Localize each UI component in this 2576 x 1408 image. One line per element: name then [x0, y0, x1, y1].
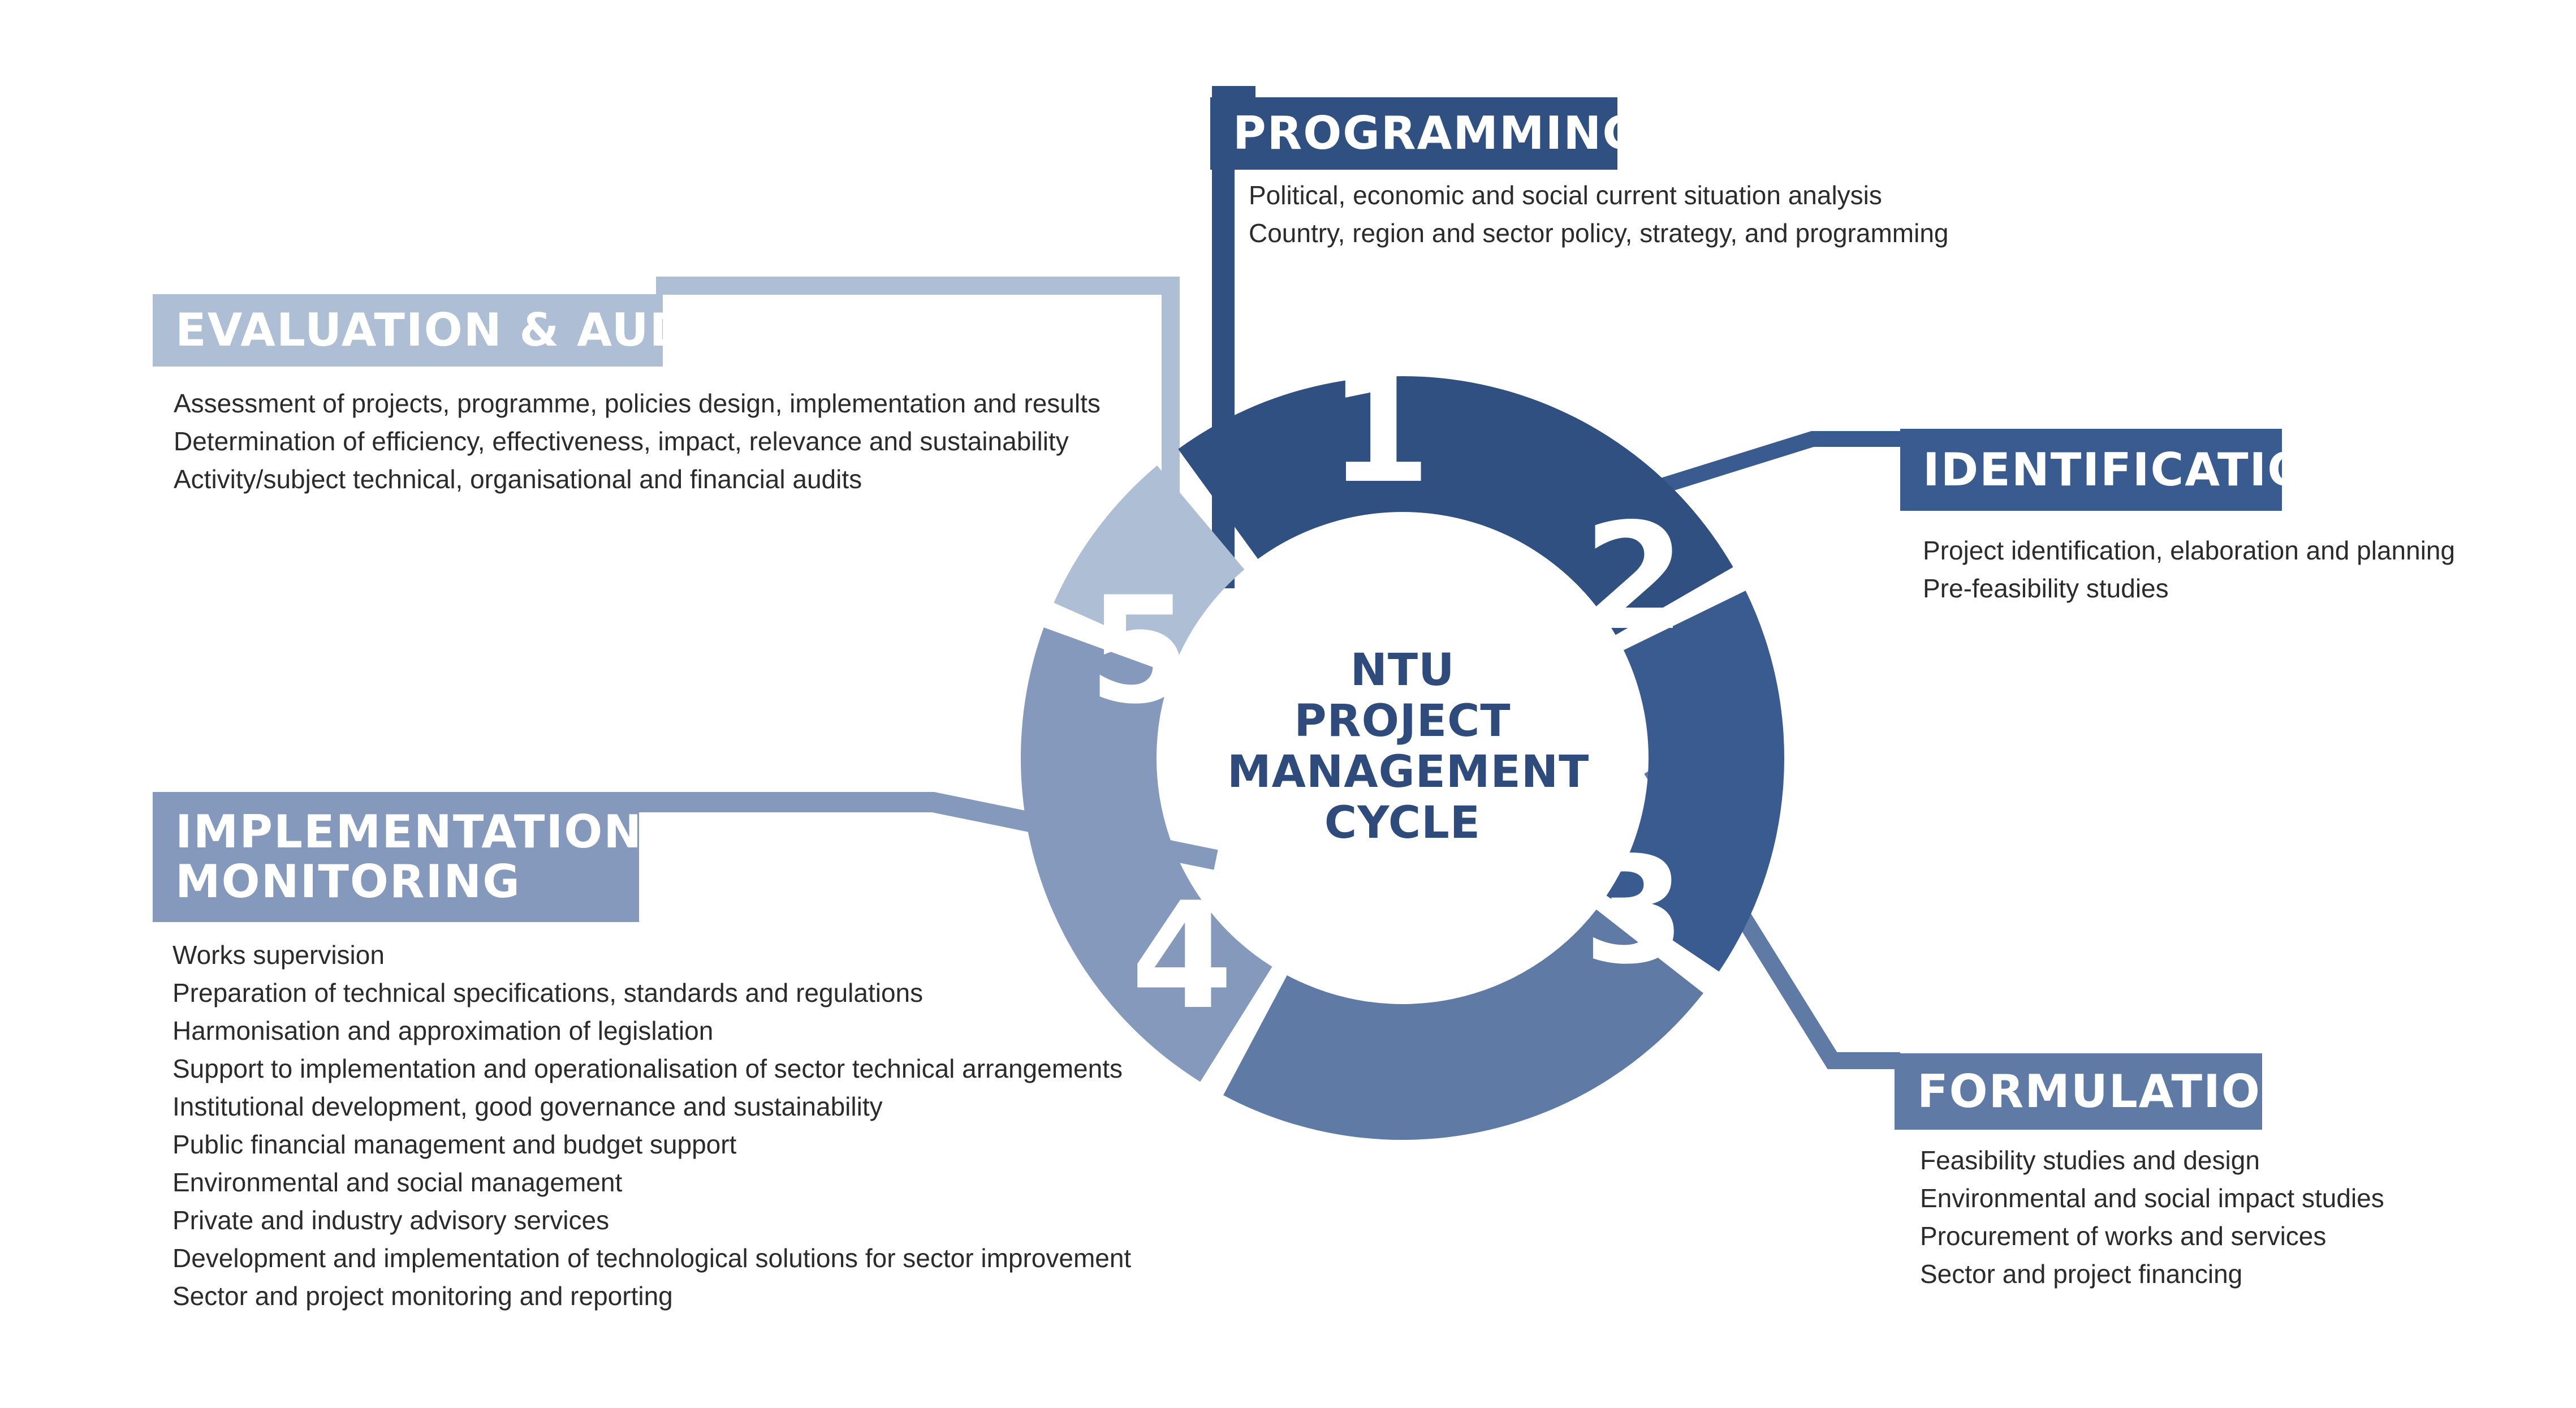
programming-title-text: PROGRAMMING	[1233, 107, 1641, 160]
list-item: Feasibility studies and design	[1920, 1146, 2260, 1175]
list-item: Determination of efficiency, effectivene…	[174, 427, 1069, 456]
stage-number-5: 5	[1089, 566, 1191, 737]
list-item: Institutional development, good governan…	[172, 1092, 883, 1121]
list-item: Procurement of works and services	[1920, 1221, 2327, 1251]
list-item: Assessment of projects, programme, polic…	[174, 389, 1101, 418]
list-item: Sector and project financing	[1920, 1259, 2243, 1289]
evaluation-title-text: EVALUATION & AUDIT	[175, 304, 739, 356]
identification-title-text: IDENTIFICATION	[1923, 443, 2346, 496]
list-item: Private and industry advisory services	[172, 1205, 610, 1235]
list-item: Preparation of technical specifications,…	[172, 978, 924, 1007]
implementation-title: IMPLEMENTATION & MONITORING	[153, 792, 716, 922]
list-item: Works supervision	[172, 940, 385, 970]
list-item: Harmonisation and approximation of legis…	[172, 1016, 714, 1045]
center-title-line: CYCLE	[1324, 798, 1481, 849]
identification-title: IDENTIFICATION	[1900, 429, 2345, 511]
programming-title: PROGRAMMING	[1210, 97, 1639, 170]
center-title-line: MANAGEMENT	[1227, 747, 1590, 798]
center-title-line: NTU	[1350, 645, 1455, 696]
identification-items: Project identification, elaboration and …	[1923, 532, 2455, 608]
list-item: Political, economic and social current s…	[1249, 180, 1882, 210]
list-item: Sector and project monitoring and report…	[172, 1281, 673, 1311]
ring-segment-1	[1178, 376, 1733, 635]
formulation-title: FORMULATION	[1895, 1053, 2299, 1130]
stage-number-3: 3	[1583, 826, 1686, 997]
connector-identification	[1643, 431, 1906, 499]
stage-number-2: 2	[1583, 492, 1686, 663]
list-item: Support to implementation and operationa…	[172, 1054, 1123, 1083]
formulation-title-text: FORMULATION	[1917, 1065, 2300, 1118]
evaluation-title: EVALUATION & AUDIT	[153, 294, 737, 367]
list-item: Project identification, elaboration and …	[1923, 536, 2456, 565]
list-item: Public financial management and budget s…	[172, 1130, 737, 1159]
stage-number-4: 4	[1131, 871, 1233, 1042]
list-item: Environmental and social impact studies	[1920, 1183, 2384, 1213]
implementation-title-line: MONITORING	[175, 855, 521, 908]
stage-number-1: 1	[1329, 345, 1431, 516]
programming-items: Political, economic and social current s…	[1249, 176, 1949, 252]
list-item: Country, region and sector policy, strat…	[1249, 218, 1949, 248]
center-title-line: PROJECT	[1294, 696, 1511, 747]
implementation-items: Works supervision Preparation of technic…	[172, 936, 1131, 1315]
ring-segment-2	[1606, 591, 1785, 972]
list-item: Environmental and social management	[172, 1168, 623, 1197]
center-title: NTU PROJECT MANAGEMENT CYCLE	[1227, 645, 1590, 849]
ring-segment-4	[1020, 627, 1272, 1082]
formulation-items: Feasibility studies and design Environme…	[1920, 1142, 2384, 1293]
ring-segment-3	[1223, 909, 1703, 1140]
list-item: Activity/subject technical, organisation…	[174, 464, 862, 494]
implementation-title-line: IMPLEMENTATION &	[175, 806, 717, 858]
list-item: Development and implementation of techno…	[172, 1243, 1132, 1273]
evaluation-items: Assessment of projects, programme, polic…	[174, 385, 1101, 498]
list-item: Pre-feasibility studies	[1923, 574, 2169, 603]
ring-segment-5	[1054, 465, 1245, 658]
